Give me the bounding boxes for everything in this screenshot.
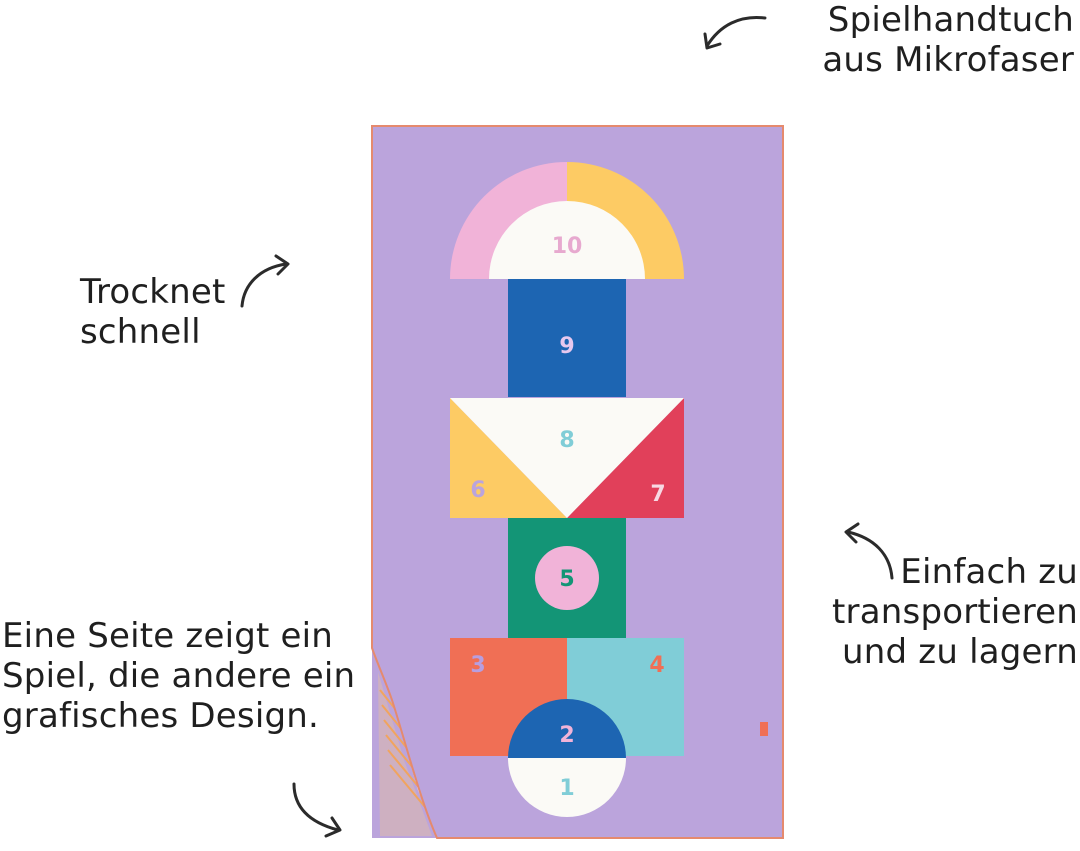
caption-line: Spielhandtuch bbox=[827, 0, 1074, 40]
caption-microfiber: Spielhandtuch aus Mikrofaser bbox=[822, 0, 1074, 80]
curved-arrow-icon bbox=[844, 522, 894, 580]
number-8: 8 bbox=[559, 428, 574, 453]
caption-line: aus Mikrofaser bbox=[822, 40, 1074, 80]
number-5: 5 bbox=[559, 567, 574, 592]
caption-line: und zu lagern bbox=[841, 632, 1078, 672]
number-3: 3 bbox=[470, 653, 485, 678]
curved-arrow-icon bbox=[703, 15, 767, 50]
caption-line: Trocknet bbox=[80, 272, 226, 312]
hopscotch-row-6-7-8 bbox=[450, 398, 684, 518]
curved-arrow-icon bbox=[292, 782, 342, 838]
number-7: 7 bbox=[650, 482, 665, 507]
curved-arrow-icon bbox=[240, 254, 290, 308]
caption-dries-fast: Trocknet schnell bbox=[80, 272, 226, 352]
number-1: 1 bbox=[559, 776, 574, 801]
caption-line: Spiel, die andere ein bbox=[2, 656, 356, 696]
caption-line: grafisches Design. bbox=[2, 696, 320, 736]
caption-easy-transport: Einfach zu transportieren und zu lagern bbox=[832, 552, 1078, 672]
hopscotch-field-9 bbox=[508, 279, 626, 397]
number-10: 10 bbox=[552, 234, 583, 259]
caption-line: Eine Seite zeigt ein bbox=[2, 616, 334, 656]
caption-line: Einfach zu bbox=[900, 552, 1078, 592]
caption-line: schnell bbox=[80, 312, 201, 352]
number-2: 2 bbox=[559, 723, 574, 748]
hopscotch-circle-2-1 bbox=[508, 699, 626, 817]
number-9: 9 bbox=[559, 334, 574, 359]
folded-corner-stripes bbox=[372, 645, 441, 838]
number-6: 6 bbox=[470, 478, 485, 503]
number-4: 4 bbox=[649, 653, 664, 678]
towel-tag bbox=[760, 722, 768, 736]
hopscotch-field-10 bbox=[450, 162, 684, 279]
caption-line: transportieren bbox=[832, 592, 1078, 632]
hopscotch-field-5 bbox=[508, 518, 626, 638]
caption-two-sides: Eine Seite zeigt ein Spiel, die andere e… bbox=[2, 616, 355, 736]
